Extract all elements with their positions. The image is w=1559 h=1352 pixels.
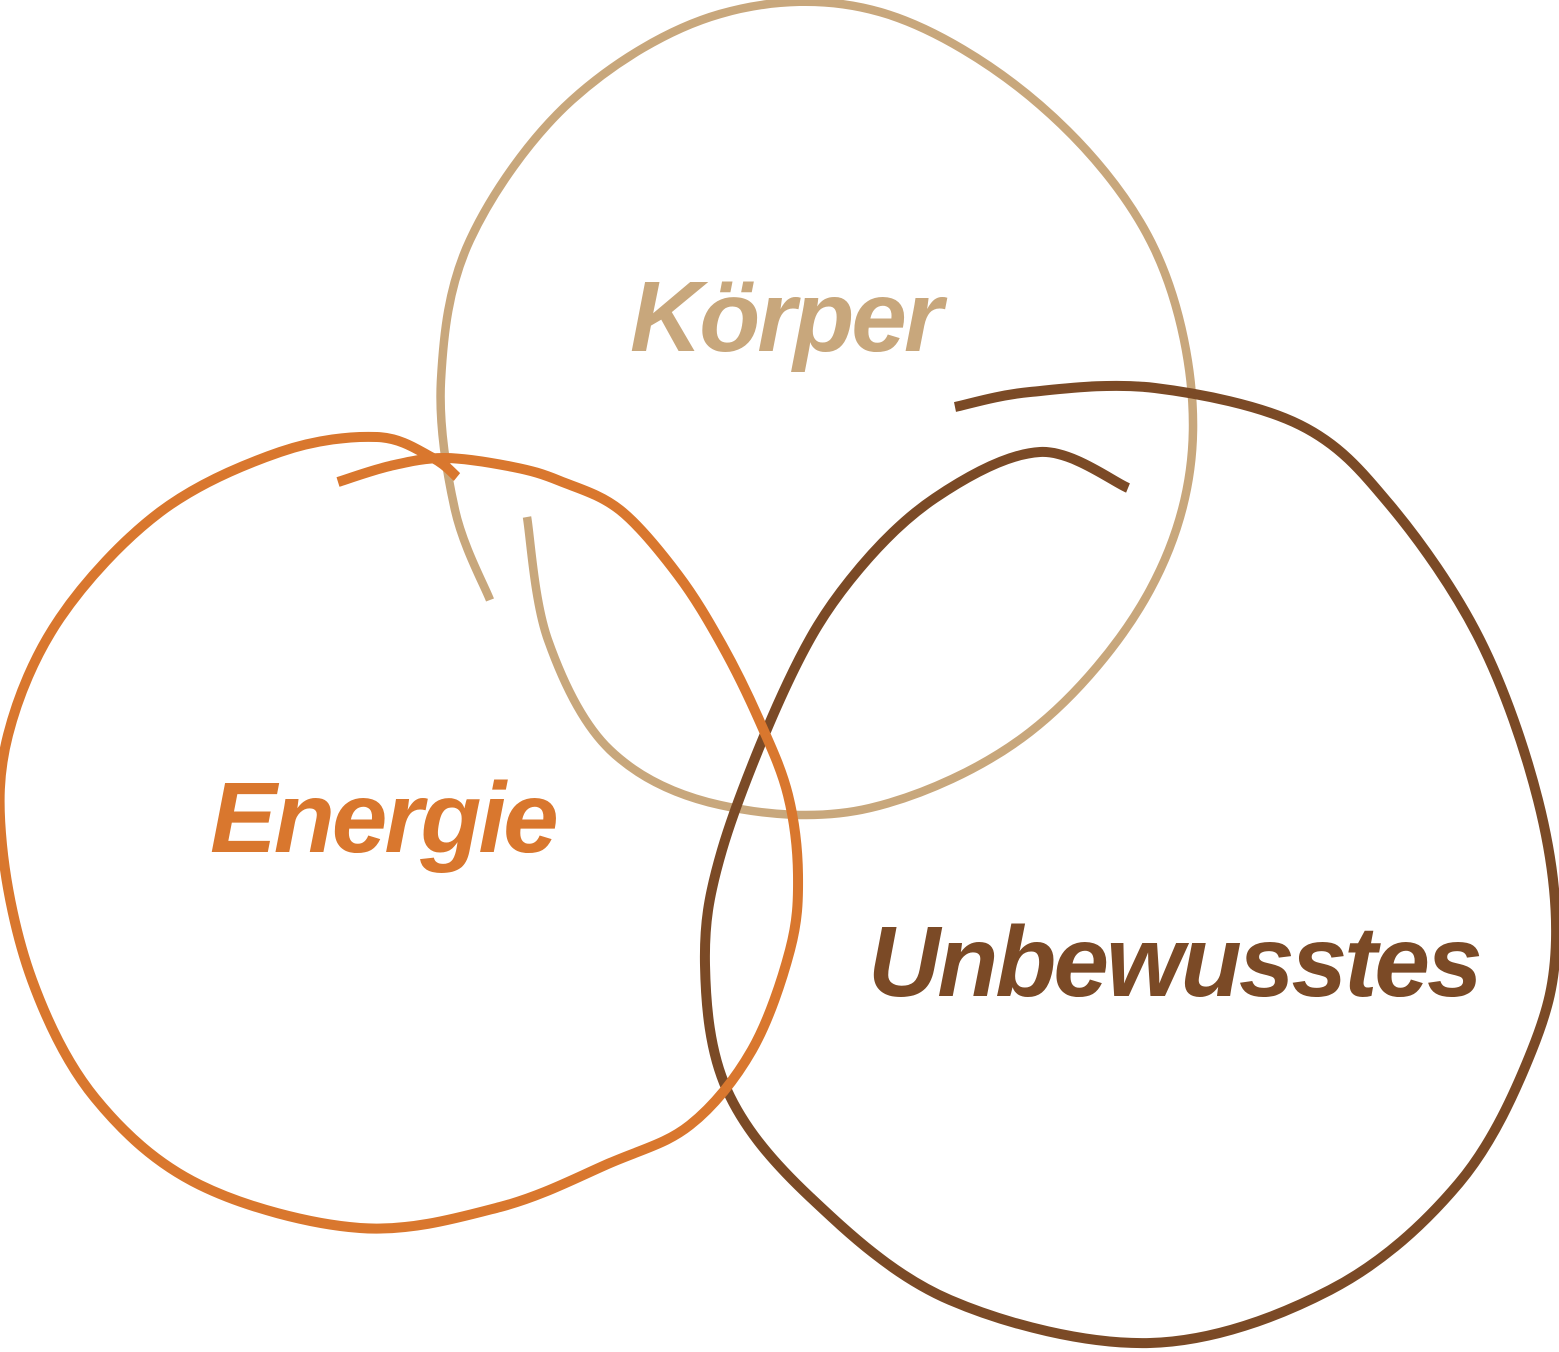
unbewusstes-label: Unbewusstes	[868, 906, 1483, 1018]
unbewusstes-circle	[699, 380, 1559, 1349]
koerper-label: Körper	[630, 261, 943, 373]
koerper-circle	[436, 0, 1198, 820]
energie-label: Energie	[210, 762, 559, 874]
energie-circle	[0, 431, 804, 1234]
